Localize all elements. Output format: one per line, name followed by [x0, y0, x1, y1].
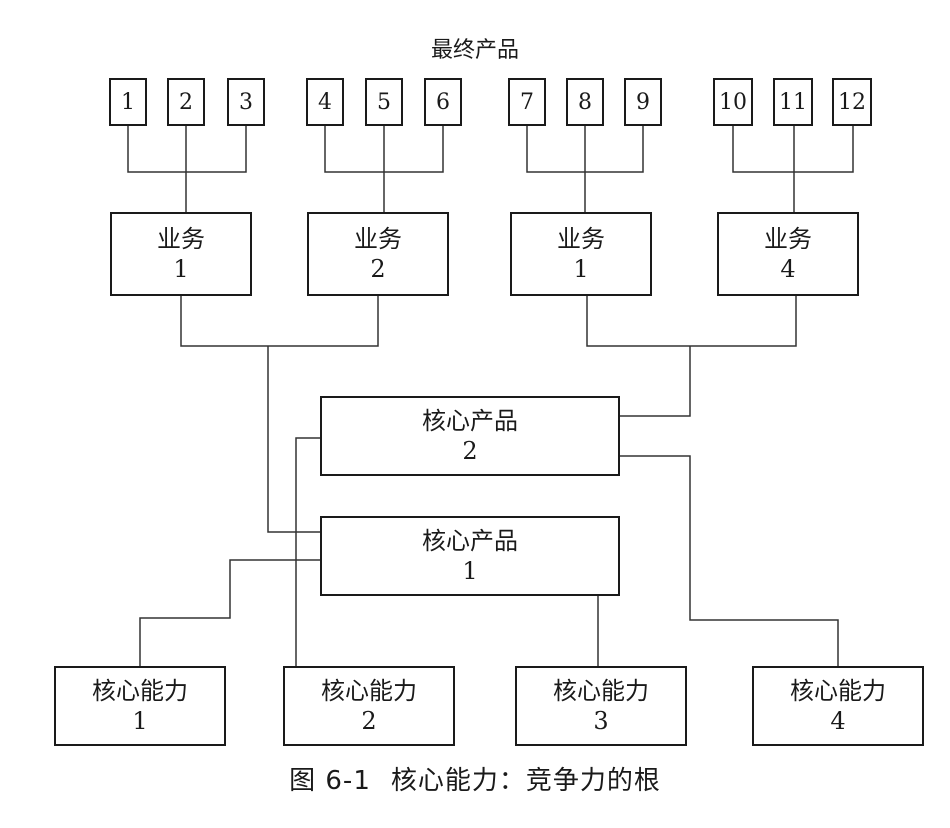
final-products-label: 最终产品: [430, 38, 519, 63]
core-product-box: 核心产品 1: [320, 516, 620, 596]
business-box: 业务 1: [110, 212, 252, 296]
final-product-box: 7: [508, 78, 546, 126]
final-product-number: 1: [121, 89, 135, 115]
business-label: 业务: [764, 225, 812, 253]
final-product-number: 12: [838, 89, 866, 115]
final-product-number: 2: [179, 89, 193, 115]
core-competence-number: 1: [132, 707, 148, 735]
business-box: 业务 1: [510, 212, 652, 296]
final-product-box: 6: [424, 78, 462, 126]
core-competence-label: 核心能力: [92, 677, 188, 705]
business-label: 业务: [157, 225, 205, 253]
core-product-label: 核心产品: [422, 527, 518, 555]
core-product-number: 1: [462, 557, 478, 585]
final-product-box: 9: [624, 78, 662, 126]
final-product-box: 12: [832, 78, 872, 126]
business-box: 业务 2: [307, 212, 449, 296]
core-competence-number: 2: [361, 707, 377, 735]
final-product-number: 9: [636, 89, 650, 115]
business-label: 业务: [557, 225, 605, 253]
core-competence-box: 核心能力 1: [54, 666, 226, 746]
final-product-number: 4: [318, 89, 332, 115]
figure-number: 图 6-1: [289, 766, 371, 796]
business-number: 1: [573, 255, 589, 283]
business-number: 1: [173, 255, 189, 283]
final-product-box: 10: [713, 78, 753, 126]
core-competence-number: 4: [830, 707, 846, 735]
core-product-number: 2: [462, 437, 478, 465]
business-box: 业务 4: [717, 212, 859, 296]
core-product-label: 核心产品: [422, 407, 518, 435]
figure-caption: 图 6-1 核心能力：竞争力的根: [0, 760, 950, 797]
final-product-box: 3: [227, 78, 265, 126]
final-product-number: 6: [436, 89, 450, 115]
core-competence-label: 核心能力: [553, 677, 649, 705]
final-product-box: 5: [365, 78, 403, 126]
final-product-number: 8: [578, 89, 592, 115]
final-product-number: 11: [779, 89, 807, 115]
core-competence-label: 核心能力: [321, 677, 417, 705]
final-product-number: 3: [239, 89, 253, 115]
business-label: 业务: [354, 225, 402, 253]
business-number: 4: [780, 255, 796, 283]
core-competence-number: 3: [593, 707, 609, 735]
final-product-box: 11: [773, 78, 813, 126]
final-product-number: 10: [719, 89, 747, 115]
core-competence-box: 核心能力 3: [515, 666, 687, 746]
core-competence-box: 核心能力 4: [752, 666, 924, 746]
core-product-box: 核心产品 2: [320, 396, 620, 476]
core-competence-box: 核心能力 2: [283, 666, 455, 746]
final-product-number: 5: [377, 89, 391, 115]
core-competence-label: 核心能力: [790, 677, 886, 705]
business-number: 2: [370, 255, 386, 283]
figure-title: 核心能力：竞争力的根: [390, 766, 661, 796]
final-product-box: 4: [306, 78, 344, 126]
final-product-box: 8: [566, 78, 604, 126]
final-product-box: 2: [167, 78, 205, 126]
final-product-number: 7: [520, 89, 534, 115]
final-product-box: 1: [109, 78, 147, 126]
